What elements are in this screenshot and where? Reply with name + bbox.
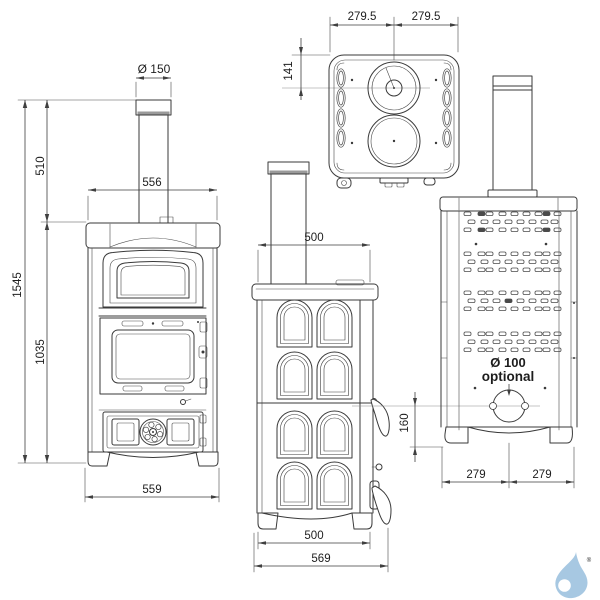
front-ash-door <box>102 411 207 453</box>
dim-front-top-width: 556 <box>142 177 161 189</box>
front-chimney <box>135 99 174 224</box>
rosette-air-control <box>142 421 164 443</box>
side-chimney <box>267 161 310 285</box>
front-dim-arrows <box>22 76 219 499</box>
side-arched-panels <box>276 299 353 510</box>
front-view <box>17 76 221 503</box>
side-feet <box>257 512 373 530</box>
top-flue-outlet <box>367 61 421 115</box>
top-side-vent-slots <box>336 68 452 148</box>
dimension-labels: Ø 150 510 1545 1035 556 559 279.5 279.5 … <box>12 11 552 565</box>
front-feet <box>87 451 219 467</box>
top-cook-plate <box>367 114 421 168</box>
dim-side-base-depth: 500 <box>304 530 323 542</box>
dim-front-total-height: 1545 <box>12 272 24 298</box>
dim-top-flue-offset: 141 <box>283 61 295 80</box>
brand-logo: ® <box>555 552 592 599</box>
front-firebox-door <box>99 317 208 395</box>
dim-rear-flue-height: 160 <box>399 413 411 432</box>
front-top-plate <box>85 222 221 249</box>
drop-cutout <box>558 579 571 592</box>
dim-top-left-half: 279.5 <box>348 11 377 23</box>
side-dim-arrows <box>254 243 388 568</box>
rear-vent-slots <box>463 211 562 352</box>
dim-rear-optional-flue-diameter: Ø 100 <box>490 355 525 370</box>
water-drop-icon <box>555 552 588 599</box>
dim-top-right-half: 279.5 <box>412 11 441 23</box>
dim-front-body-height: 1035 <box>35 339 47 365</box>
rear-chimney <box>487 75 538 198</box>
registered-mark: ® <box>587 557 592 564</box>
front-oven-door <box>102 249 204 308</box>
dim-rear-left-half: 279 <box>466 469 485 481</box>
side-door-handles <box>369 398 392 525</box>
rear-view <box>352 75 578 489</box>
rear-feet <box>444 426 573 444</box>
top-view <box>282 16 460 189</box>
dim-rear-right-half: 279 <box>532 469 551 481</box>
dim-front-base-width: 559 <box>142 484 161 496</box>
top-dim-arrows <box>299 23 458 96</box>
rear-optional-flue-knockout <box>489 389 529 423</box>
dim-side-top-depth: 500 <box>304 232 323 244</box>
rear-optional-label: optional <box>482 369 535 384</box>
dim-front-chimney-height: 510 <box>35 156 47 175</box>
dim-side-total-depth: 569 <box>311 553 330 565</box>
side-view <box>251 161 392 573</box>
top-rear-tabs <box>336 177 436 189</box>
dim-front-flue-diameter: Ø 150 <box>138 62 171 76</box>
rear-dim-arrows <box>413 389 574 484</box>
